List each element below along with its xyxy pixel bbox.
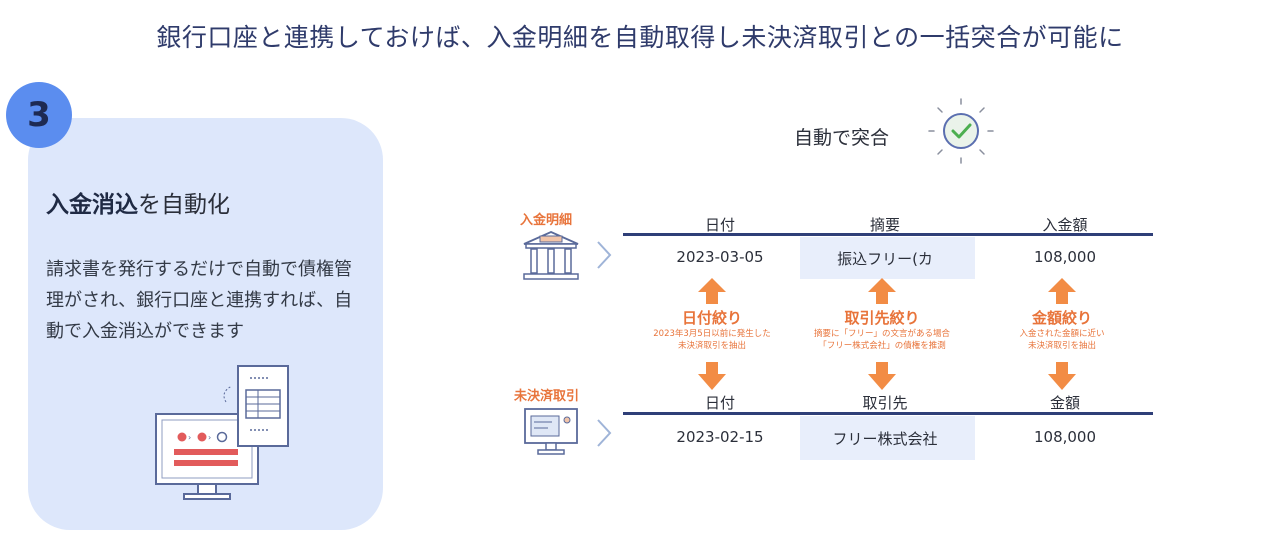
deposit-description-highlight	[800, 237, 975, 279]
card-title-rest: を自動化	[138, 192, 230, 218]
card-description: 請求書を発行するだけで自動で債権管理がされ、銀行口座と連携すれば、自動で入金消込…	[46, 259, 353, 342]
unsettled-amount-cell: 108,000	[1033, 428, 1097, 446]
partner-up-arrow	[868, 278, 896, 304]
amount-filter-title: 金額絞り	[1031, 309, 1092, 327]
unsettled-partner-highlight	[800, 416, 975, 460]
svg-text:›: ›	[188, 433, 191, 442]
unsettled-header-partner: 取引先	[862, 394, 908, 412]
invoice-computer-illustration: › ›	[155, 365, 289, 500]
bank-icon	[523, 231, 579, 280]
unsettled-header-date: 日付	[704, 394, 735, 412]
amount-filter-note-line2: 未決済取引を抽出	[1027, 341, 1096, 351]
unsettled-row-tag: 未決済取引	[514, 389, 580, 404]
date-filter-note: 2023年3月5日以前に発生した未決済取引を抽出	[612, 328, 812, 352]
check-badge-icon	[928, 98, 994, 164]
amount-down-arrow	[1048, 362, 1076, 390]
chevron-right-icon	[597, 241, 612, 269]
headline: 銀行口座と連携しておけば、入金明細を自動取得し未決済取引との一括突合が可能に	[156, 23, 1124, 52]
card-title: 入金消込を自動化	[46, 185, 230, 219]
date-down-arrow	[698, 362, 726, 390]
unsettled-partner-cell: フリー株式会社	[832, 430, 938, 448]
unsettled-header-amount: 金額	[1049, 394, 1080, 412]
document-icon	[237, 365, 289, 447]
computer-icon	[524, 408, 578, 455]
date-filter-note-line1: 2023年3月5日以前に発生した	[653, 329, 771, 339]
auto-match-label: 自動で突合	[794, 127, 890, 149]
amount-filter-note: 入金された金額に近い未決済取引を抽出	[962, 328, 1162, 352]
partner-filter-note-line1: 摘要に「フリー」の文言がある場合	[813, 329, 950, 339]
unsettled-header-rule	[623, 412, 1153, 415]
date-up-arrow	[698, 278, 726, 304]
amount-filter-note-line1: 入金された金額に近い	[1019, 329, 1105, 339]
partner-filter-title: 取引先絞り	[844, 309, 920, 327]
date-filter-note-line2: 未決済取引を抽出	[677, 341, 746, 351]
deposit-header-amount: 入金額	[1042, 216, 1088, 234]
card-title-strong: 入金消込	[46, 192, 138, 218]
partner-filter-note-line2: 「フリー株式会社」の債権を推測	[818, 341, 946, 351]
deposit-header-description: 摘要	[869, 216, 900, 234]
partner-filter-note: 摘要に「フリー」の文言がある場合「フリー株式会社」の債権を推測	[782, 328, 982, 352]
deposit-amount-cell: 108,000	[1033, 248, 1097, 266]
deposit-date-cell: 2023-03-05	[676, 248, 764, 266]
step-badge: 3	[6, 82, 72, 148]
partner-down-arrow	[868, 362, 896, 390]
deposit-header-date: 日付	[704, 216, 735, 234]
date-filter-title: 日付絞り	[681, 309, 742, 327]
chevron-right-icon	[597, 419, 612, 447]
deposit-row-tag: 入金明細	[520, 213, 573, 228]
unsettled-date-cell: 2023-02-15	[676, 428, 764, 446]
svg-text:›: ›	[208, 433, 211, 442]
amount-up-arrow	[1048, 278, 1076, 304]
filter-arrows	[698, 278, 1076, 390]
deposit-header-rule	[623, 233, 1153, 236]
deposit-description-cell: 振込フリー(カ	[837, 250, 933, 268]
